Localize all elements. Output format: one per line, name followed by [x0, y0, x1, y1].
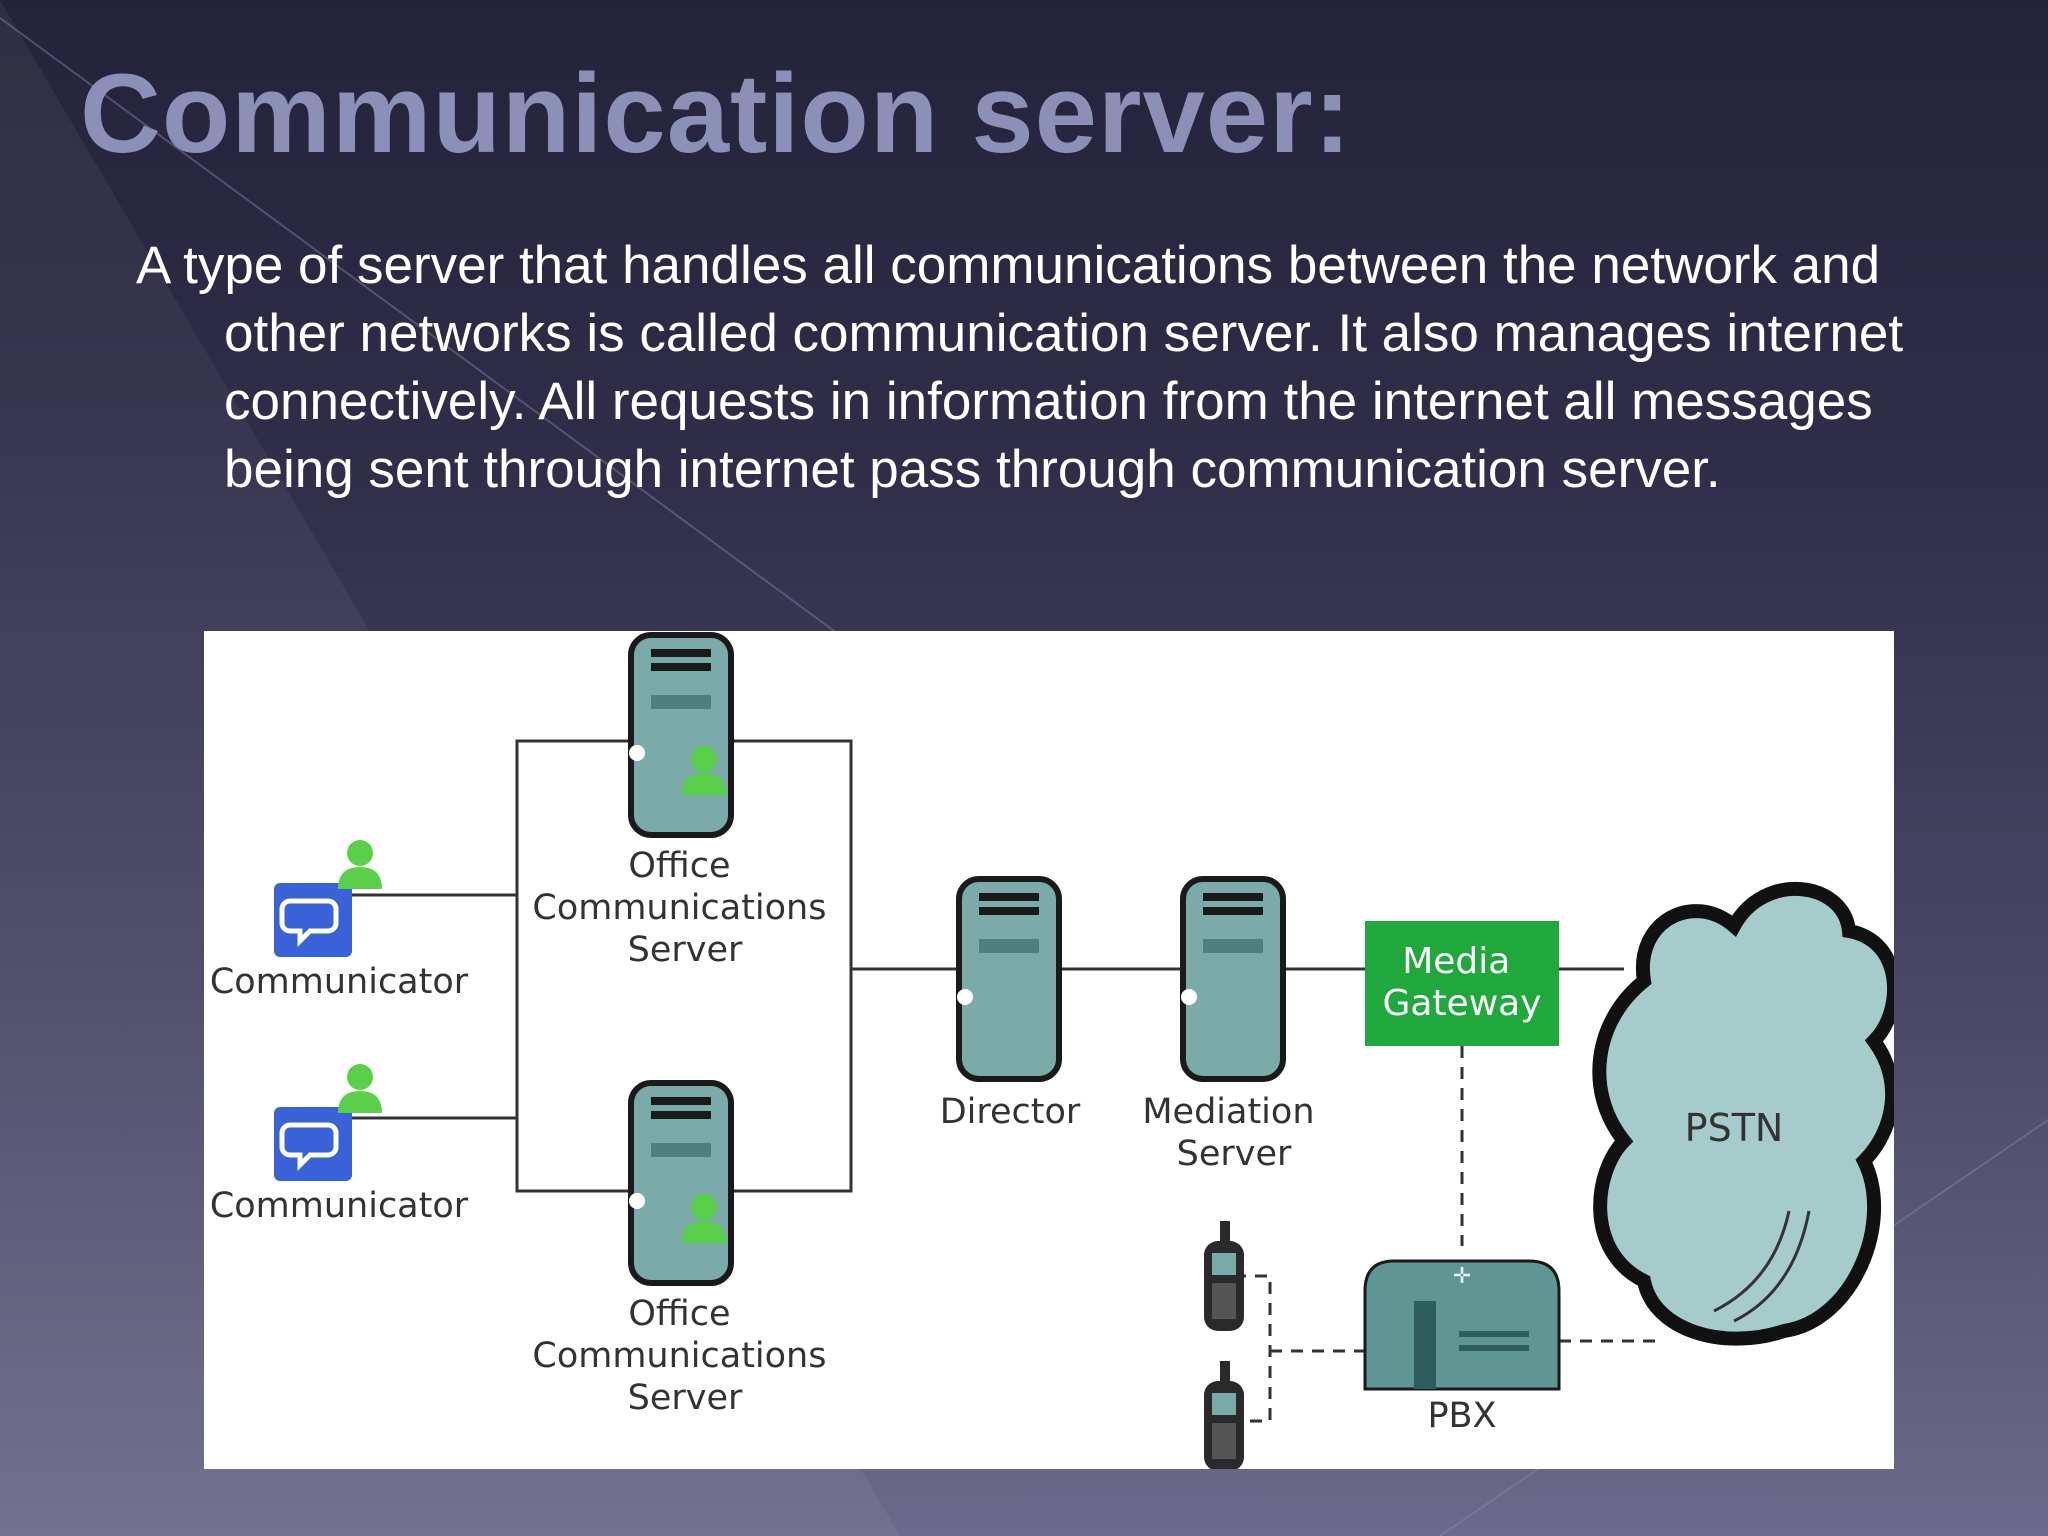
- communicator-icon: [274, 883, 352, 957]
- media-gateway-box: [1365, 921, 1559, 1046]
- cloud-shape: [1592, 882, 1894, 1346]
- ocs-top-label: Office Communications Server: [532, 846, 837, 970]
- mediation-server: Mediation Server: [1142, 879, 1325, 1174]
- pstn-label: PSTN: [1685, 1106, 1784, 1150]
- phone-icon: [1204, 1361, 1244, 1469]
- user-icon: [338, 840, 382, 889]
- ocs-top: Office Communications Server: [532, 635, 837, 970]
- cloud-swoosh: [1713, 1210, 1791, 1313]
- server-icon: [1181, 879, 1283, 1079]
- communicator-icon: [274, 1107, 352, 1181]
- bg-diagonal-line: [0, 17, 861, 651]
- server-icon: [957, 879, 1059, 1079]
- slide-title: Communication server:: [80, 51, 1352, 176]
- dashed-lines: [1234, 1046, 1664, 1423]
- pbx-line: [1459, 1345, 1529, 1351]
- ocs-bottom: Office Communications Server: [532, 1083, 837, 1418]
- pbx-mark: ✛: [1453, 1264, 1471, 1289]
- server-icon: [629, 635, 731, 835]
- mediation-server-label: Mediation Server: [1142, 1092, 1325, 1174]
- network-diagram-svg: Communicator Communicator Office Communi…: [210, 631, 1894, 1469]
- communicator-bottom-label: Communicator: [210, 1186, 469, 1226]
- pstn-cloud: PSTN: [1592, 882, 1894, 1346]
- communicator-top: Communicator: [210, 840, 469, 1002]
- media-gateway-label: Media Gateway: [1382, 941, 1541, 1024]
- director-label: Director: [940, 1092, 1081, 1132]
- ocs-bottom-label: Office Communications Server: [532, 1294, 837, 1418]
- pbx-box: [1363, 1259, 1561, 1391]
- slide-body-text: A type of server that handles all commun…: [136, 236, 1904, 499]
- media-gateway: Media Gateway: [1365, 921, 1559, 1046]
- pbx-label: PBX: [1427, 1396, 1496, 1436]
- phone-icon: [1204, 1221, 1244, 1331]
- pbx-line: [1459, 1331, 1529, 1337]
- user-icon: [338, 1064, 382, 1113]
- cloud-swoosh: [1733, 1210, 1811, 1323]
- network-diagram: Communicator Communicator Office Communi…: [204, 631, 1894, 1469]
- server-icon: [629, 1083, 731, 1283]
- director: Director: [940, 879, 1081, 1132]
- pbx: ✛ PBX: [1363, 1259, 1561, 1436]
- pbx-slot: [1414, 1301, 1436, 1389]
- communicator-bottom: Communicator: [210, 1064, 469, 1226]
- communicator-top-label: Communicator: [210, 962, 469, 1002]
